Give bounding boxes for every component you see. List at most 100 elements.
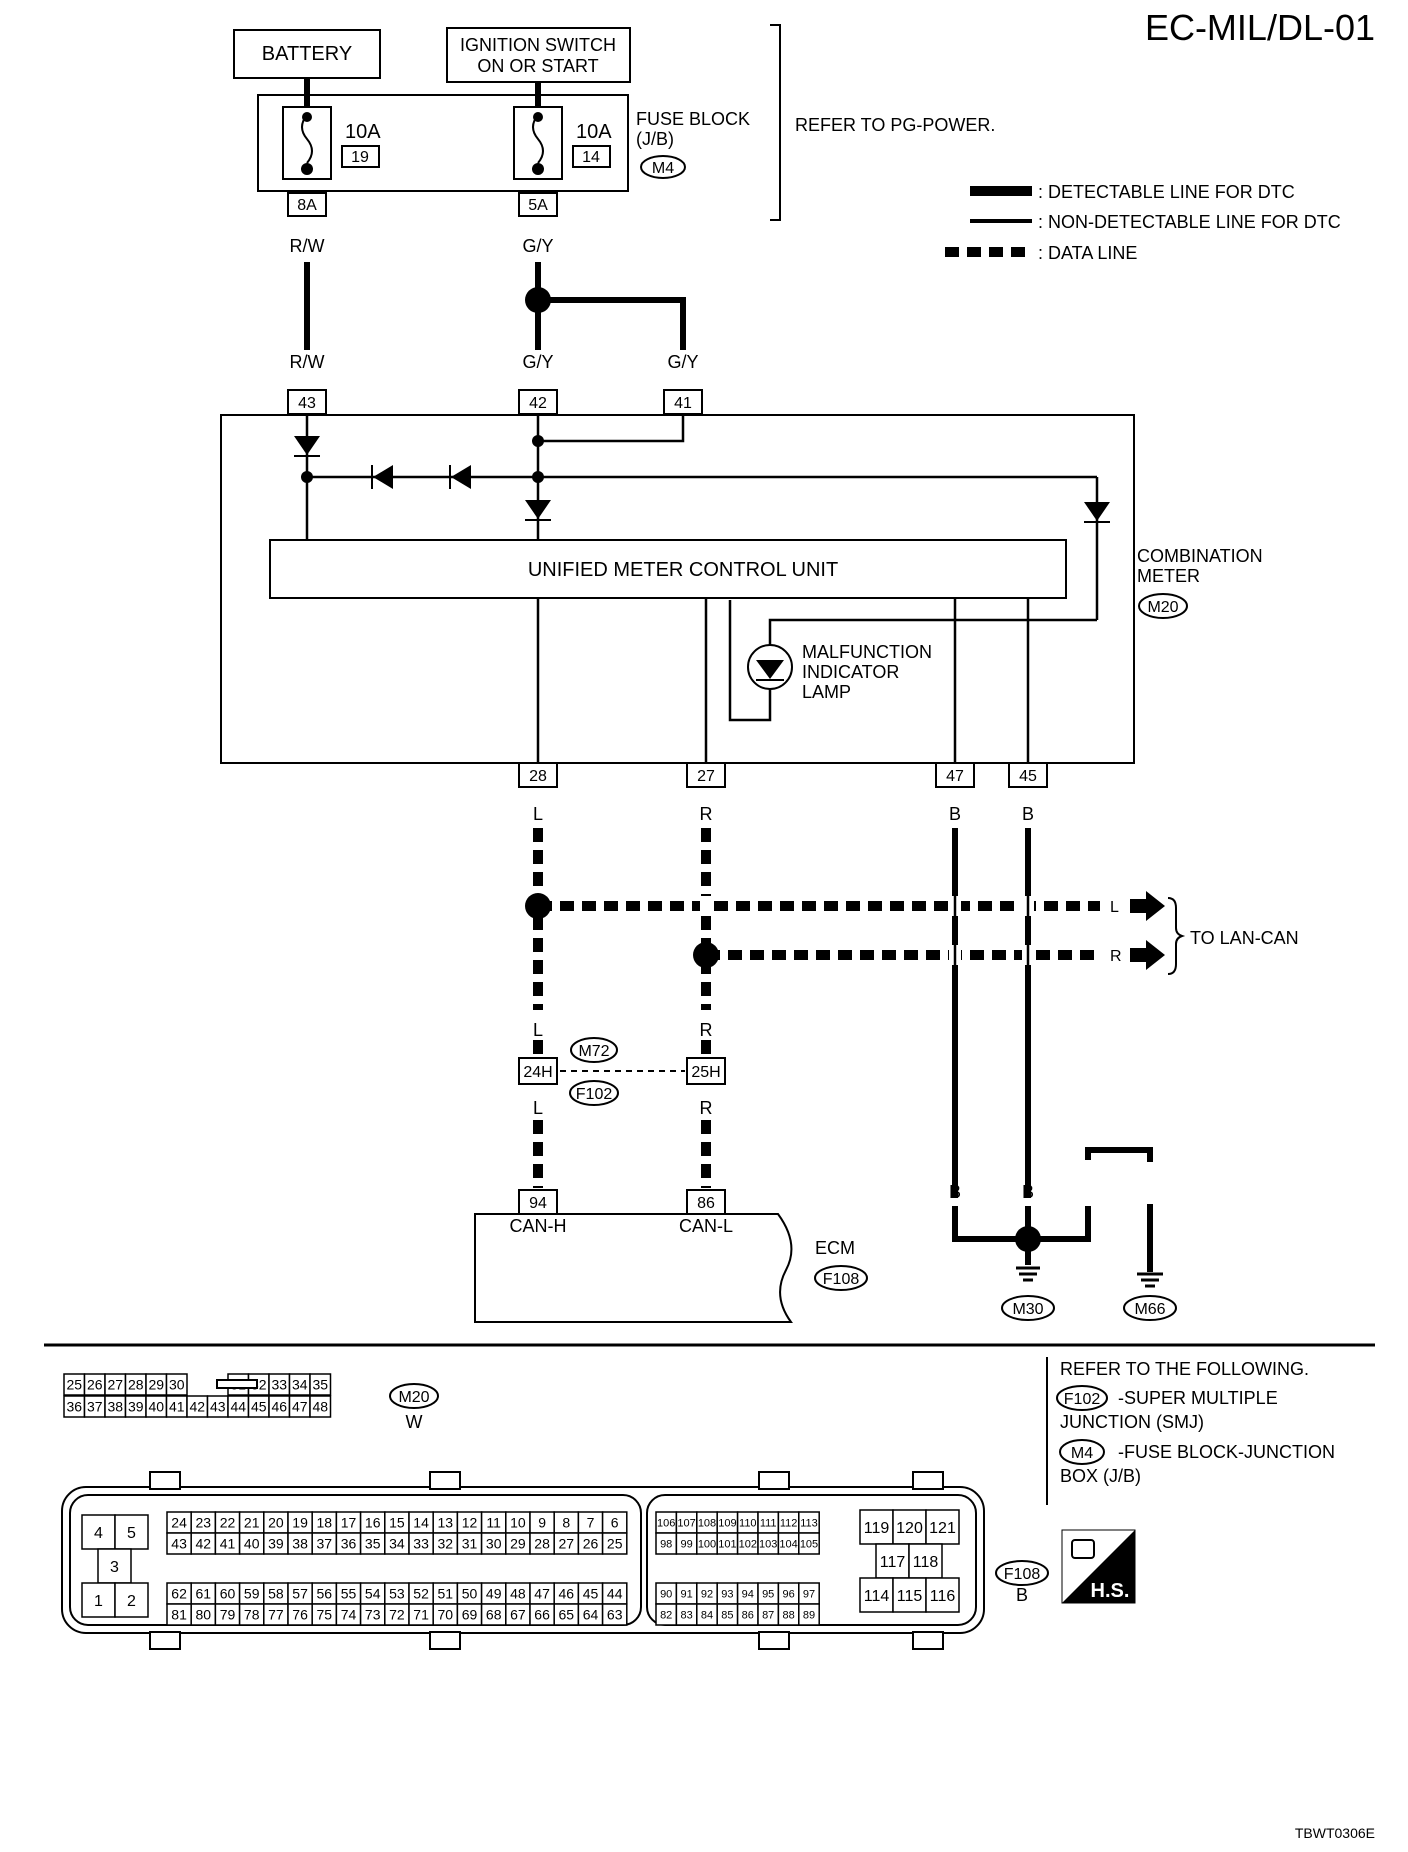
wire-color-l-1: L (533, 804, 543, 824)
f108-pin-102: 102 (739, 1538, 757, 1550)
m20-latch (216, 1379, 258, 1389)
m20-pin-37: 37 (87, 1399, 103, 1415)
m20-pin-27: 27 (107, 1377, 123, 1393)
joint-f102: F102 (576, 1086, 613, 1103)
f108-pin-41: 41 (220, 1536, 236, 1552)
wire-color-l-3: L (533, 1098, 543, 1118)
f108-pin-25-cell (601, 1532, 628, 1555)
refer-f102-badge (1056, 1385, 1108, 1411)
diode-42 (525, 500, 551, 519)
f108-pin-59: 59 (244, 1586, 260, 1602)
f108-pin-32: 32 (438, 1536, 454, 1552)
f108-pin-22: 22 (220, 1515, 236, 1531)
f108-pin-39: 39 (268, 1536, 284, 1552)
f108-pin-97: 97 (803, 1588, 815, 1600)
f108-pin-118-cell (908, 1543, 943, 1579)
m20-pin-30: 30 (169, 1377, 185, 1393)
f108-pin-64: 64 (583, 1607, 599, 1623)
terminal-5a (518, 192, 558, 217)
wire-color-r-1: R (700, 804, 713, 824)
f108-pin-77: 77 (268, 1607, 284, 1623)
meter-pin-27-label: 27 (697, 768, 715, 785)
f108-pin-103: 103 (759, 1538, 777, 1550)
mil-label-1: MALFUNCTION (802, 642, 932, 662)
wire-color-b-3: B (949, 1182, 961, 1202)
f108-pin-96: 96 (782, 1588, 794, 1600)
f108-pin-108: 108 (698, 1517, 716, 1529)
f108-pin-69: 69 (462, 1607, 478, 1623)
node-43-bus (301, 471, 313, 483)
joint-24h (518, 1057, 558, 1085)
f108-pin-3-cell (97, 1548, 132, 1584)
f108-pin-44: 44 (607, 1586, 623, 1602)
m20-pin-34: 34 (292, 1377, 308, 1393)
m20-pin-48: 48 (312, 1399, 328, 1415)
ecm-label: ECM (815, 1238, 855, 1258)
ecm-connector: F108 (823, 1271, 860, 1288)
f108-pin-106: 106 (657, 1517, 675, 1529)
f108-pin-115: 115 (897, 1588, 923, 1605)
wire-color-gy-lower-1: G/Y (522, 352, 553, 372)
f108-pin-27: 27 (559, 1536, 575, 1552)
f108-pin-94: 94 (742, 1588, 754, 1600)
hs-icon-label: H.S. (1091, 1580, 1130, 1602)
m20-pin-46: 46 (271, 1399, 287, 1415)
f108-pin-114: 114 (864, 1588, 890, 1605)
f108-face-color: B (1016, 1585, 1028, 1605)
mil-wire (728, 600, 1097, 722)
f108-tab-7 (758, 1631, 790, 1650)
f108-pin-85: 85 (721, 1609, 733, 1621)
refer-f102-1: -SUPER MULTIPLE (1118, 1388, 1278, 1408)
f108-tab-1 (149, 1471, 181, 1490)
f108-pin-19: 19 (292, 1515, 308, 1531)
f108-pin-87: 87 (762, 1609, 774, 1621)
f108-pin-115-cell (892, 1577, 927, 1613)
ecm-pin-86 (686, 1189, 726, 1215)
diode-43 (294, 436, 320, 455)
battery-box (233, 29, 381, 79)
f108-pin-71: 71 (413, 1607, 429, 1623)
f108-tab-6 (429, 1631, 461, 1650)
ground-m66-badge (1123, 1295, 1177, 1321)
f108-pin-93: 93 (721, 1588, 733, 1600)
diode-right (451, 465, 471, 489)
m20-pin-47: 47 (292, 1399, 308, 1415)
m20-face-badge (389, 1383, 439, 1409)
wire-color-b-2: B (1022, 804, 1034, 824)
f108-pin-23: 23 (196, 1515, 212, 1531)
f108-pin-42: 42 (196, 1536, 212, 1552)
f108-pin-36: 36 (341, 1536, 357, 1552)
to-lan-can: TO LAN-CAN (1190, 928, 1299, 948)
unified-meter-control-unit (269, 539, 1067, 599)
ecm-pin-94-label: 94 (529, 1195, 547, 1212)
legend-non-detectable: : NON-DETECTABLE LINE FOR DTC (1038, 212, 1341, 232)
f108-pin-116-cell (925, 1577, 960, 1613)
f108-pin-20: 20 (268, 1515, 284, 1531)
f108-pin-66: 66 (534, 1607, 550, 1623)
joint-25h (686, 1057, 726, 1085)
f108-pin-101: 101 (718, 1538, 736, 1550)
refer-f102-conn: F102 (1064, 1391, 1101, 1408)
wire-color-r-2: R (700, 1020, 713, 1040)
f108-pin-61: 61 (196, 1586, 212, 1602)
wire-color-gy-upper: G/Y (522, 236, 553, 256)
terminal-5a-label: 5A (528, 197, 548, 214)
splice-ground (1015, 1226, 1041, 1252)
f108-tab-2 (429, 1471, 461, 1490)
fuse-14-node-top (533, 112, 543, 122)
f108-pin-104: 104 (779, 1538, 797, 1550)
f108-pin-79: 79 (220, 1607, 236, 1623)
crossover-gap-5 (700, 896, 712, 916)
f108-pin-90: 90 (660, 1588, 672, 1600)
ecm-can-h: CAN-H (510, 1216, 567, 1236)
refer-m4-1: -FUSE BLOCK-JUNCTION (1118, 1442, 1335, 1462)
meter-label-1: COMBINATION (1137, 546, 1263, 566)
f108-pin-86: 86 (742, 1609, 754, 1621)
joint-m72: M72 (578, 1043, 609, 1060)
refer-m4-badge (1059, 1439, 1105, 1465)
terminal-8a (287, 192, 327, 217)
f108-pin-15: 15 (389, 1515, 405, 1531)
f108-pin-6: 6 (611, 1515, 619, 1531)
f108-pin-55: 55 (341, 1586, 357, 1602)
